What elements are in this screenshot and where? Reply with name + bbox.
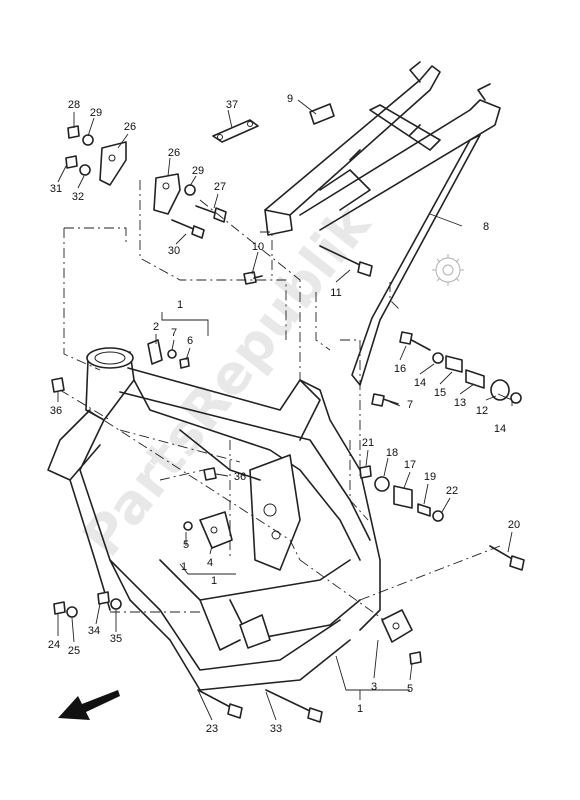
callout-13: 13 <box>454 397 466 409</box>
callout-10: 10 <box>252 241 264 253</box>
callout-28: 28 <box>68 99 80 111</box>
callout-34: 34 <box>88 625 100 637</box>
callout-4: 4 <box>207 557 213 569</box>
callout-23: 23 <box>206 723 218 735</box>
callout-21: 21 <box>362 437 374 449</box>
callout-2: 2 <box>153 321 159 333</box>
main-frame <box>47 347 381 691</box>
callout-26-right: 26 <box>168 147 180 159</box>
callout-11: 11 <box>330 287 341 299</box>
callout-35: 35 <box>110 633 122 645</box>
callout-17: 17 <box>404 459 416 471</box>
callout-14-right: 14 <box>494 423 506 435</box>
callout-6: 6 <box>187 335 193 347</box>
callout-1-mid: 1 <box>181 561 187 573</box>
callout-36-left: 36 <box>50 405 62 417</box>
callout-27: 27 <box>214 181 226 193</box>
callout-37: 37 <box>226 99 238 111</box>
front-arrow-icon <box>58 690 120 720</box>
callout-20: 20 <box>508 519 520 531</box>
callout-9: 9 <box>287 93 293 105</box>
callout-14-left: 14 <box>414 377 426 389</box>
callout-16: 16 <box>394 363 406 375</box>
callout-32: 32 <box>72 191 84 203</box>
leader-lines <box>57 99 513 721</box>
callout-19: 19 <box>424 471 436 483</box>
callout-8: 8 <box>483 221 489 233</box>
small-parts <box>51 103 525 723</box>
callout-24: 24 <box>48 639 60 651</box>
callout-3: 3 <box>371 681 377 693</box>
callout-7-upper: 7 <box>171 327 177 339</box>
callout-22: 22 <box>446 485 458 497</box>
callout-31: 31 <box>50 183 62 195</box>
callout-5-right: 5 <box>407 683 413 695</box>
gear-icon <box>432 254 464 286</box>
callout-1-low: 1 <box>211 575 217 587</box>
callout-30: 30 <box>168 245 180 257</box>
callout-25: 25 <box>68 645 80 657</box>
callout-36-right: 36 <box>234 471 246 483</box>
callout-5-left: 5 <box>183 539 189 551</box>
callout-7-lower: 7 <box>407 399 413 411</box>
callout-29-left: 29 <box>90 107 102 119</box>
callout-15: 15 <box>434 387 446 399</box>
callout-labels: 28 29 26 31 32 26 29 27 30 37 9 10 11 8 … <box>48 93 520 735</box>
callout-1-top: 1 <box>177 299 183 311</box>
callout-33: 33 <box>270 723 282 735</box>
callout-26-left: 26 <box>124 121 136 133</box>
callout-1-bottom: 1 <box>357 703 363 715</box>
callout-29-right: 29 <box>192 165 204 177</box>
callout-12: 12 <box>476 405 488 417</box>
reference-lines <box>59 180 501 621</box>
callout-18: 18 <box>386 447 398 459</box>
